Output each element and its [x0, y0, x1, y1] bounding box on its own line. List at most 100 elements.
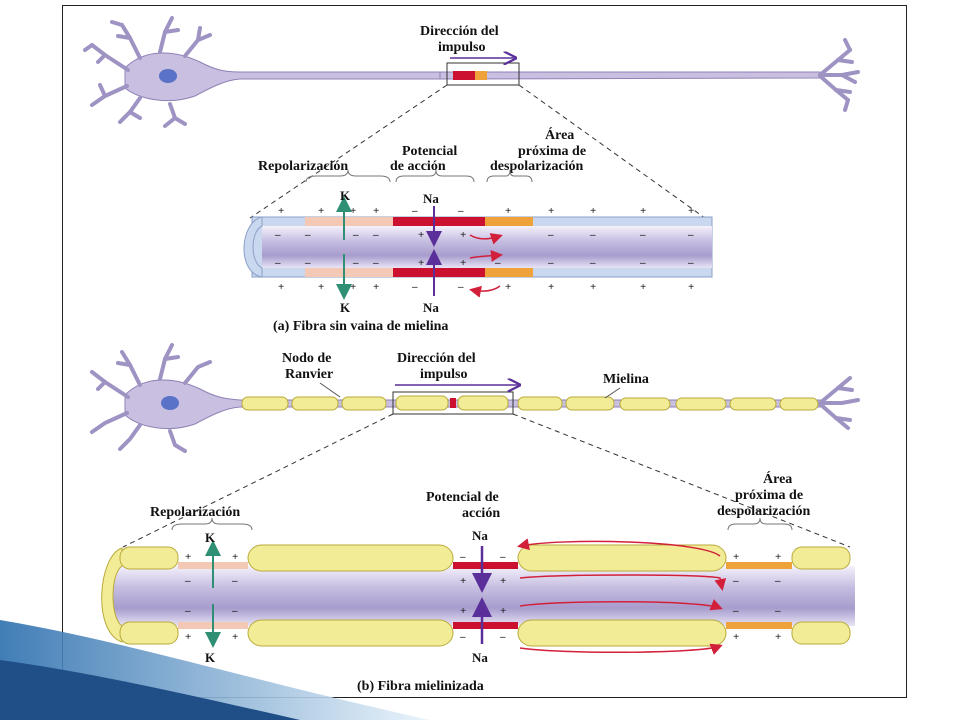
nucleus-a: [159, 69, 177, 83]
svg-text:+: +: [505, 281, 511, 293]
na-ion-bottom-b: Na: [472, 650, 488, 665]
svg-text:–: –: [274, 257, 281, 269]
svg-text:+: +: [505, 205, 511, 217]
svg-text:+: +: [460, 575, 466, 587]
k-ion-top-a: K: [340, 188, 351, 203]
charges-a: ++++ ––+ ++++ –––– ++– –––– –––– ++– –––…: [274, 205, 694, 293]
svg-text:–: –: [499, 631, 506, 643]
svg-text:+: +: [640, 205, 646, 217]
svg-text:–: –: [459, 551, 466, 563]
neuron-b: [90, 343, 860, 453]
neuron-a: [83, 16, 860, 128]
slide-decoration-swoosh-dark: [0, 660, 300, 720]
local-current-b-2: [519, 574, 727, 591]
caption-a: (a) Fibra sin vaina de mielina: [273, 319, 448, 334]
svg-text:+: +: [350, 281, 356, 293]
svg-text:–: –: [184, 605, 191, 617]
next-area-label-a-3: despolarización: [490, 159, 584, 174]
svg-text:+: +: [640, 281, 646, 293]
svg-text:–: –: [459, 631, 466, 643]
svg-text:–: –: [184, 575, 191, 587]
svg-text:+: +: [590, 281, 596, 293]
svg-text:–: –: [687, 257, 694, 269]
svg-text:–: –: [589, 257, 596, 269]
svg-text:–: –: [774, 605, 781, 617]
svg-text:+: +: [278, 281, 284, 293]
na-ion-top-b: Na: [472, 528, 488, 543]
action-potential-label-b-2: acción: [462, 506, 500, 521]
svg-text:+: +: [232, 631, 238, 643]
svg-text:+: +: [418, 229, 424, 241]
svg-text:–: –: [231, 575, 238, 587]
svg-text:–: –: [687, 229, 694, 241]
svg-text:–: –: [457, 205, 464, 217]
svg-text:+: +: [350, 205, 356, 217]
svg-text:+: +: [775, 631, 781, 643]
svg-text:–: –: [372, 257, 379, 269]
next-area-label-a-2: próxima de: [518, 144, 586, 159]
next-area-label-b-3: despolarización: [717, 504, 811, 519]
direction-label-a-2: impulso: [438, 40, 485, 55]
zoom-box-a: [446, 62, 520, 86]
svg-text:+: +: [500, 575, 506, 587]
nucleus-b: [161, 396, 179, 410]
k-ion-bottom-a: K: [340, 300, 351, 315]
direction-label-a-1: Dirección del: [420, 24, 499, 39]
direction-label-b-2: impulso: [420, 367, 467, 382]
svg-text:+: +: [460, 229, 466, 241]
svg-text:–: –: [411, 281, 418, 293]
svg-text:–: –: [352, 229, 359, 241]
svg-text:+: +: [185, 631, 191, 643]
svg-text:+: +: [418, 257, 424, 269]
local-current-b-4: [519, 643, 723, 655]
node-label-b-2: Ranvier: [285, 367, 333, 382]
svg-text:+: +: [460, 605, 466, 617]
svg-text:–: –: [589, 229, 596, 241]
na-ion-bottom-a: Na: [423, 300, 439, 315]
caption-b: (b) Fibra mielinizada: [357, 679, 484, 694]
svg-text:–: –: [774, 575, 781, 587]
charges-b: ++ –– ++ –– ++ –– –– ++ –– ++ –– ++: [184, 551, 781, 643]
svg-text:–: –: [499, 551, 506, 563]
repolarization-label-b: Repolarización: [150, 505, 240, 520]
svg-text:+: +: [500, 605, 506, 617]
svg-text:–: –: [639, 229, 646, 241]
svg-text:+: +: [733, 631, 739, 643]
svg-text:–: –: [304, 229, 311, 241]
svg-text:+: +: [373, 205, 379, 217]
na-ion-top-a: Na: [423, 191, 439, 206]
action-potential-label-b-1: Potencial de: [426, 490, 499, 505]
svg-text:+: +: [688, 281, 694, 293]
zoom-box-b: [392, 391, 514, 415]
svg-text:–: –: [457, 281, 464, 293]
next-area-label-a-1: Área: [545, 126, 574, 143]
svg-text:–: –: [231, 605, 238, 617]
svg-text:–: –: [352, 257, 359, 269]
svg-text:–: –: [732, 605, 739, 617]
svg-text:+: +: [185, 551, 191, 563]
local-current-b-1: [517, 538, 721, 557]
myelinated-fiber: [101, 544, 855, 647]
svg-text:+: +: [733, 551, 739, 563]
direction-label-b-1: Dirección del: [397, 351, 476, 366]
svg-text:–: –: [274, 229, 281, 241]
svg-text:+: +: [548, 281, 554, 293]
impulse-segment-a: [453, 71, 475, 80]
svg-text:–: –: [732, 575, 739, 587]
svg-text:+: +: [460, 257, 466, 269]
action-potential-label-a-2: de acción: [390, 159, 446, 174]
next-area-label-b-2: próxima de: [735, 488, 803, 503]
svg-text:+: +: [232, 551, 238, 563]
svg-text:–: –: [372, 229, 379, 241]
svg-text:+: +: [318, 281, 324, 293]
svg-text:–: –: [639, 257, 646, 269]
k-ion-bottom-b: K: [205, 650, 216, 665]
svg-text:–: –: [547, 229, 554, 241]
myelin-label-b: Mielina: [603, 372, 649, 387]
local-current-a-1: [469, 233, 503, 245]
svg-text:+: +: [318, 205, 324, 217]
svg-text:–: –: [547, 257, 554, 269]
svg-text:–: –: [411, 205, 418, 217]
svg-text:+: +: [548, 205, 554, 217]
